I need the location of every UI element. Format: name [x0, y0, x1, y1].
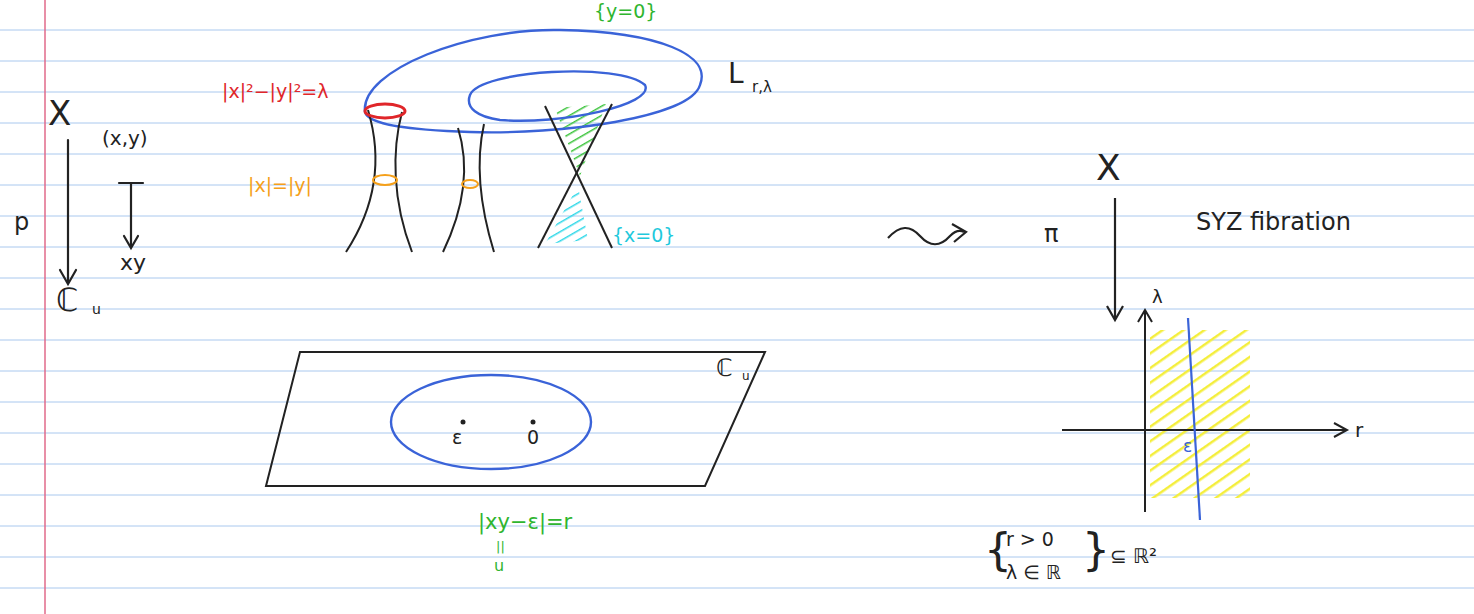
condition: λ ∈ ℝ: [1006, 563, 1061, 582]
orange-circle: [373, 175, 397, 185]
torus-name: L: [728, 60, 744, 88]
ruled-lines: [0, 30, 1474, 588]
axis-label: r: [1355, 420, 1363, 440]
torus-L: [365, 30, 702, 132]
subscript: r,λ: [752, 80, 772, 95]
divisor-label: {y=0}: [594, 2, 657, 21]
point-name: (x,y): [102, 128, 148, 148]
circle-equation: |xy−ε|=r: [478, 512, 572, 533]
subscript: u: [92, 302, 101, 316]
fibration-name: SYZ fibration: [1196, 210, 1351, 234]
orange-circle: [462, 180, 478, 188]
axis-label: λ: [1152, 288, 1163, 306]
point: [531, 420, 536, 425]
line-label: ε: [1183, 438, 1192, 455]
base-region: [1150, 330, 1250, 498]
point-label: 0: [527, 428, 539, 447]
complex-plane: [266, 352, 765, 486]
point: [461, 420, 466, 425]
map-formula: xy: [120, 252, 146, 274]
moment-level: |x|²−|y|²=λ: [222, 82, 328, 101]
condition: r > 0: [1006, 530, 1054, 549]
point-label: ε: [452, 428, 462, 447]
subset-relation: ⊆ ℝ²: [1110, 546, 1157, 566]
map-name: π: [1044, 222, 1058, 246]
map-name: p: [14, 210, 29, 234]
space-name: X: [1096, 150, 1121, 186]
squiggle-arrow: [888, 228, 964, 244]
plane-name: ℂ: [716, 356, 733, 380]
circle-r: [391, 375, 591, 469]
red-circle: [365, 104, 405, 118]
arrow-head: [952, 224, 966, 242]
base-name: ℂ: [56, 284, 78, 316]
divisor-label: {x=0}: [612, 226, 675, 245]
epsilon-line: [1188, 318, 1200, 520]
subscript: u: [742, 370, 750, 382]
brace: }: [1082, 528, 1110, 572]
vanishing-cycle: |x|=|y|: [248, 176, 312, 195]
substitution: u: [494, 558, 504, 574]
margin-line: [44, 0, 46, 614]
axes: [1062, 310, 1347, 512]
space-name: X: [48, 96, 71, 130]
pi-arrow: [1107, 198, 1123, 320]
conic-fibres: [346, 104, 612, 252]
equals-sign: ||: [496, 540, 505, 553]
